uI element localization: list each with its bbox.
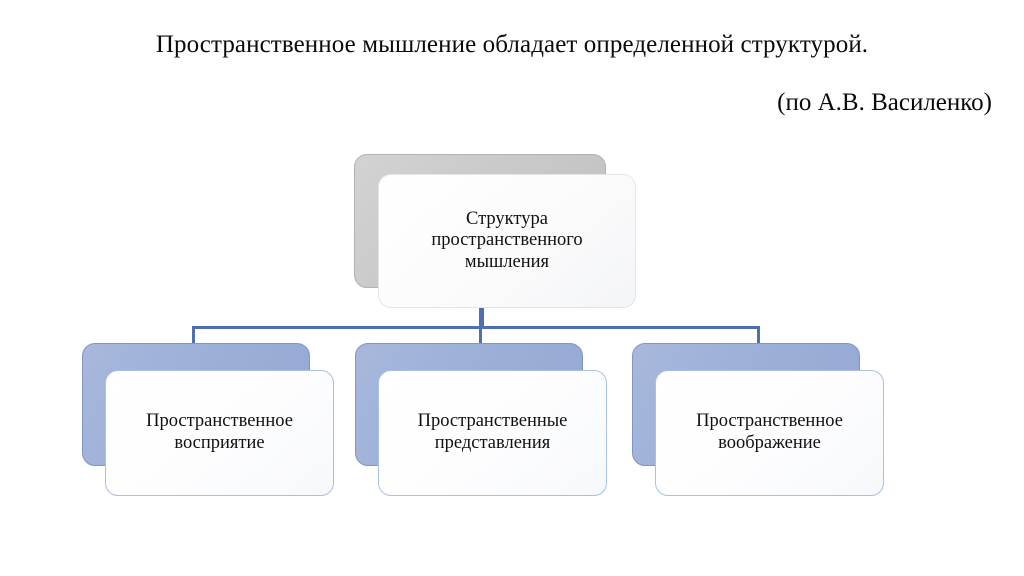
connector-drop-left [192, 326, 195, 350]
connector-drop-middle [479, 326, 482, 350]
slide-title-line-1: Пространственное мышление обладает опред… [155, 31, 869, 58]
node-root-label: Структура пространственного мышления [431, 208, 583, 272]
node-root-card[interactable]: Структура пространственного мышления [378, 174, 636, 308]
node-spatial-representations[interactable]: Пространственные представления [355, 343, 607, 496]
node-spatial-imagination[interactable]: Пространственное воображение [632, 343, 884, 496]
node-root[interactable]: Структура пространственного мышления [354, 154, 636, 308]
node-child-label: Пространственные представления [417, 411, 568, 453]
node-child-label: Пространственное восприятие [146, 411, 293, 453]
connector-horizontal-bar [192, 326, 760, 329]
connector-root-trunk [479, 300, 484, 329]
slide-title-attribution: (по А.В. Василенко) [777, 89, 992, 116]
node-child-card[interactable]: Пространственные представления [378, 370, 607, 496]
node-child-label: Пространственное воображение [696, 411, 843, 453]
node-child-card[interactable]: Пространственное восприятие [105, 370, 334, 496]
connector-drop-right [757, 326, 760, 350]
node-child-card[interactable]: Пространственное воображение [655, 370, 884, 496]
node-spatial-perception[interactable]: Пространственное восприятие [82, 343, 334, 496]
